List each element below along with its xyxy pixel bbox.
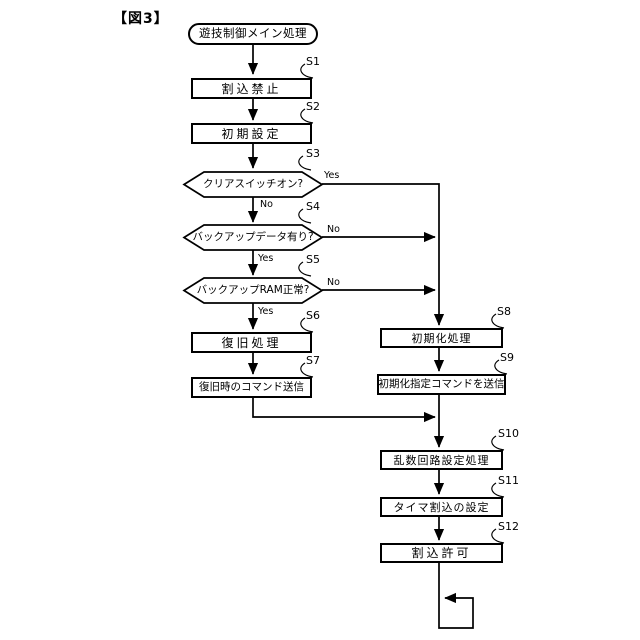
branch-label-s3-no: No bbox=[260, 199, 273, 210]
process-label-s9: 初期化指定コマンドを送信 bbox=[378, 378, 505, 391]
process-label-s8: 初期化処理 bbox=[411, 331, 472, 345]
process-box-s8: 初期化処理 bbox=[380, 328, 503, 348]
figure-label: 【図3】 bbox=[113, 11, 169, 27]
step-label-s1: S1 bbox=[306, 55, 320, 68]
decision-box-s4: バックアップデータ有り? bbox=[192, 225, 313, 250]
start-terminal: 遊技制御メイン処理 bbox=[188, 23, 318, 45]
decision-label-s5: バックアップRAM正常? bbox=[196, 284, 310, 297]
decision-label-s4: バックアップデータ有り? bbox=[192, 231, 314, 244]
process-box-s12: 割込許可 bbox=[380, 543, 503, 563]
branch-label-s4-no: No bbox=[327, 224, 340, 235]
process-label-s7: 復旧時のコマンド送信 bbox=[199, 381, 304, 394]
process-label-s6: 復旧処理 bbox=[221, 335, 282, 350]
process-box-s6: 復旧処理 bbox=[191, 332, 312, 353]
process-box-s11: タイマ割込の設定 bbox=[380, 497, 503, 517]
decision-label-s3: クリアスイッチオン? bbox=[202, 178, 304, 191]
branch-label-s4-yes: Yes bbox=[258, 253, 274, 264]
step-label-s2: S2 bbox=[306, 100, 320, 113]
step-label-s9: S9 bbox=[500, 351, 514, 364]
step-label-s10: S10 bbox=[498, 427, 519, 440]
step-label-s4: S4 bbox=[306, 200, 320, 213]
process-label-s2: 初期設定 bbox=[221, 126, 282, 141]
process-box-s7: 復旧時のコマンド送信 bbox=[191, 377, 312, 398]
branch-label-s5-no: No bbox=[327, 277, 340, 288]
process-label-s10: 乱数回路設定処理 bbox=[393, 453, 490, 467]
decision-box-s5: バックアップRAM正常? bbox=[196, 278, 310, 303]
step-label-s7: S7 bbox=[306, 354, 320, 367]
branch-label-s5-yes: Yes bbox=[258, 306, 274, 317]
process-box-s1: 割込禁止 bbox=[191, 78, 312, 99]
step-label-s3: S3 bbox=[306, 147, 320, 160]
process-label-s12: 割込許可 bbox=[411, 546, 472, 560]
process-box-s10: 乱数回路設定処理 bbox=[380, 450, 503, 470]
start-terminal-label: 遊技制御メイン処理 bbox=[199, 26, 307, 41]
decision-box-s3: クリアスイッチオン? bbox=[196, 172, 310, 197]
step-label-s6: S6 bbox=[306, 309, 320, 322]
process-label-s11: タイマ割込の設定 bbox=[393, 500, 490, 514]
step-label-s11: S11 bbox=[498, 474, 519, 487]
branch-label-s3-yes: Yes bbox=[324, 170, 340, 181]
process-box-s9: 初期化指定コマンドを送信 bbox=[377, 374, 506, 395]
step-label-s12: S12 bbox=[498, 520, 519, 533]
step-label-s8: S8 bbox=[497, 305, 511, 318]
step-label-s5: S5 bbox=[306, 253, 320, 266]
process-box-s2: 初期設定 bbox=[191, 123, 312, 144]
process-label-s1: 割込禁止 bbox=[221, 81, 282, 96]
